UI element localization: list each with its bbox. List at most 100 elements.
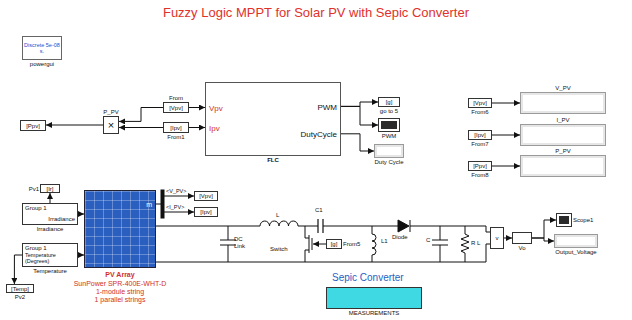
resistor-symbol — [461, 226, 469, 262]
node-text: P_PV — [555, 148, 570, 155]
node-text: [Ipv] — [170, 124, 181, 131]
from-tag: [Vpv]From6 — [468, 98, 492, 108]
from-tag: [Ipv]From1 — [163, 122, 189, 133]
node-text: [g] — [331, 241, 338, 248]
signal-line — [14, 255, 22, 284]
scope-block: PWM — [378, 118, 400, 132]
signal-line — [341, 134, 374, 151]
node-text: Irradiance — [37, 226, 64, 233]
node-text: From5 — [343, 241, 360, 248]
display-block: I_PV — [520, 124, 606, 146]
part-label: <V_PV> — [166, 188, 187, 194]
node-text: go to 5 — [380, 108, 398, 115]
node-text: Temperature (Degrees) — [25, 252, 75, 265]
signal-line — [341, 106, 378, 125]
signal-line — [50, 193, 51, 203]
node-text: I_PV — [556, 117, 569, 124]
node-text: [Ppv] — [473, 163, 487, 170]
part-label: Diode — [392, 234, 408, 241]
from-tag: [Vpv]From — [163, 102, 189, 113]
node-text: PWM — [382, 133, 397, 140]
node-text: P_PV — [103, 109, 118, 116]
bus-selector — [164, 196, 194, 197]
signal-line — [189, 127, 205, 128]
node-text: Vo — [518, 245, 525, 252]
flc-subsystem: VpvIpvPWMDutyCycleFLC — [205, 82, 341, 156]
signal-line — [46, 125, 103, 126]
node-text: PWM — [317, 103, 337, 112]
part-label: L — [276, 212, 279, 219]
node-text: V_PV — [555, 85, 570, 92]
measurements-subsystem: MEASUREMENTS — [326, 287, 422, 309]
node-text: FLC — [267, 157, 279, 164]
node-text: 1-module string — [96, 288, 144, 296]
capacitor-symbol — [432, 226, 448, 262]
node-text: [Vpv] — [199, 193, 213, 200]
node-text: Temperature — [33, 268, 67, 275]
from-tag: [Ppv]From8 — [468, 161, 492, 171]
signal-line — [341, 102, 378, 106]
dc-link-capacitor — [220, 226, 236, 262]
node-text: From6 — [471, 109, 488, 116]
product-block: ×P_PV — [103, 116, 119, 134]
resistor-symbol — [461, 226, 469, 262]
inductor-symbol — [260, 221, 298, 226]
from-tag: [g]From5 — [326, 239, 342, 249]
from-tag: [Ipv]From7 — [468, 130, 492, 140]
node-text: Pv1 — [29, 185, 39, 192]
node-text: Discrete 5e-08 s. — [24, 42, 60, 55]
goto-tag: [Ir]Pv1 — [40, 184, 60, 193]
pv-array: mPV ArraySunPower SPR-400E-WHT-D1-module… — [84, 190, 156, 268]
part-label: Switch — [270, 246, 288, 253]
node-text: × — [108, 119, 114, 132]
goto-tag: [Vpv] — [194, 191, 218, 201]
diode-symbol — [410, 220, 411, 232]
signal-builder: Group 1IrradianceIrradiance — [22, 203, 78, 225]
capacitor-symbol — [318, 219, 323, 233]
capacitor-symbol — [318, 219, 323, 233]
voltage-measurement: v — [490, 227, 504, 249]
mosfet-switch — [313, 244, 326, 245]
node-text: [g] — [386, 99, 393, 106]
signal-line — [532, 220, 556, 238]
signal-line — [119, 108, 163, 122]
node-text: PV Array — [105, 271, 134, 279]
signal-line — [492, 135, 520, 136]
display-block: P_PV — [520, 155, 606, 177]
node-text: From7 — [471, 141, 488, 148]
part-label: R L — [471, 240, 480, 247]
node-text: [Ipv] — [200, 209, 211, 216]
part-label: DC Link — [234, 236, 254, 250]
signal-line — [492, 166, 520, 167]
mosfet-switch — [305, 226, 326, 262]
signal-line — [119, 127, 163, 128]
node-text: [Vpv] — [473, 100, 487, 107]
diagram-title: Fuzzy Logic MPPT for Solar PV with Sepic… — [0, 5, 632, 20]
goto-tag: [Temp]Pv2 — [6, 284, 34, 293]
part-label: C1 — [315, 207, 323, 214]
node-text: [Ir] — [47, 185, 54, 192]
node-text: SunPower SPR-400E-WHT-D — [74, 280, 167, 288]
node-text: m — [146, 201, 152, 209]
node-text: Ipv — [209, 124, 220, 133]
node-text: [Ipv] — [474, 132, 485, 139]
power-wire — [156, 226, 260, 227]
bus-selector — [164, 212, 194, 213]
display-block: Output_Voltage — [554, 234, 598, 248]
signal-line — [492, 103, 520, 104]
diode-symbol — [398, 220, 409, 232]
inductor-symbol — [260, 221, 298, 226]
goto-tag: [Ppv] — [20, 120, 46, 131]
scope-block: Scope1 — [556, 213, 572, 227]
part-label: C — [426, 237, 430, 244]
power-wire — [298, 226, 318, 227]
bus-selector — [156, 190, 194, 218]
signal-line — [504, 238, 512, 239]
node-text: Output_Voltage — [555, 249, 596, 256]
power-wire — [323, 226, 398, 227]
node-text: From — [169, 95, 183, 102]
node-text: powergui — [30, 61, 54, 68]
goto-tag: [Ipv] — [194, 207, 218, 217]
mosfet-switch — [305, 226, 312, 262]
power-wire — [410, 226, 490, 232]
